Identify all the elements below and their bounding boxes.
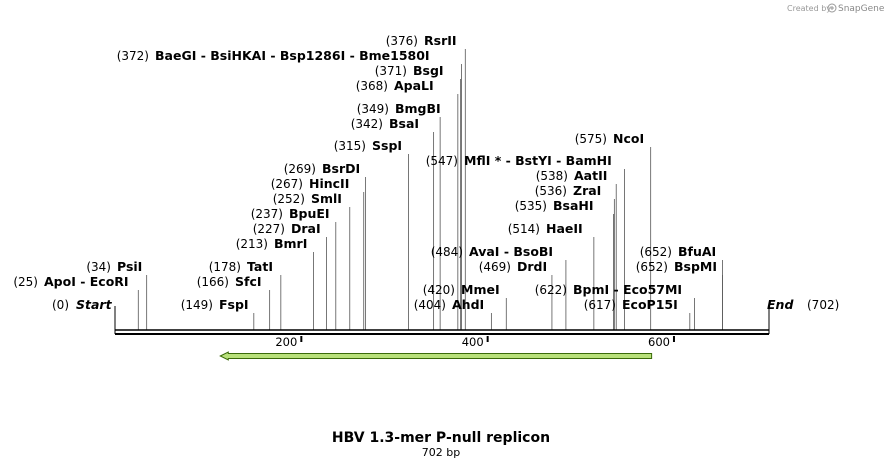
cut-site-position: (342) bbox=[351, 117, 383, 131]
cut-site-position: (227) bbox=[253, 222, 285, 236]
end-position: (702) bbox=[807, 298, 839, 312]
enzyme-label[interactable]: HincII bbox=[309, 176, 349, 191]
cut-site-position: (420) bbox=[423, 283, 455, 297]
enzyme-label[interactable]: FspI bbox=[219, 297, 249, 312]
sequence-backbone[interactable] bbox=[114, 306, 770, 335]
enzyme-label[interactable]: BspMI bbox=[674, 259, 717, 274]
enzyme-label[interactable]: MflI * - BstYI - BamHI bbox=[464, 153, 612, 168]
cut-site-position: (538) bbox=[536, 169, 568, 183]
cut-site-position: (404) bbox=[414, 298, 446, 312]
enzyme-label[interactable]: AatII bbox=[574, 168, 607, 183]
cut-site-position: (252) bbox=[273, 192, 305, 206]
cut-site-position: (149) bbox=[181, 298, 213, 312]
enzyme-label[interactable]: AvaI - BsoBI bbox=[469, 244, 553, 259]
cut-site-position: (617) bbox=[584, 298, 616, 312]
map-length: 702 bp bbox=[422, 446, 460, 459]
enzyme-label[interactable]: AhdI bbox=[452, 297, 484, 312]
enzyme-label[interactable]: ApaLI bbox=[394, 78, 434, 93]
cut-site-position: (469) bbox=[479, 260, 511, 274]
cut-site-position: (315) bbox=[334, 139, 366, 153]
enzyme-label[interactable]: BsaI bbox=[389, 116, 419, 131]
enzyme-label[interactable]: ApoI - EcoRI bbox=[44, 274, 129, 289]
ruler-tick-label: 600 bbox=[648, 335, 670, 349]
cut-site-position: (536) bbox=[535, 184, 567, 198]
orf-arrow[interactable] bbox=[219, 351, 653, 361]
enzyme-label[interactable]: BsaHI bbox=[553, 198, 594, 213]
enzyme-label[interactable]: BpmI - Eco57MI bbox=[573, 282, 682, 297]
enzyme-label[interactable]: BsrDI bbox=[322, 161, 360, 176]
cut-site-position: (25) bbox=[13, 275, 38, 289]
cut-site-position: (237) bbox=[251, 207, 283, 221]
start-position: (0) bbox=[52, 298, 69, 312]
cut-site-labels: (25) ApoI - EcoRI(34) PsiI (149) FspI (166) Sf… bbox=[13, 33, 717, 312]
cut-site-position: (622) bbox=[535, 283, 567, 297]
cut-site-position: (376) bbox=[386, 34, 418, 48]
cut-site-position: (368) bbox=[356, 79, 388, 93]
enzyme-label[interactable]: BpuEI bbox=[289, 206, 330, 221]
enzyme-label[interactable]: PsiI bbox=[117, 259, 142, 274]
enzyme-label[interactable]: EcoP15I bbox=[622, 297, 678, 312]
map-title: HBV 1.3-mer P-null replicon bbox=[332, 430, 550, 446]
enzyme-label[interactable]: BaeGI - BsiHKAI - Bsp1286I - Bme1580I bbox=[155, 48, 430, 63]
enzyme-label[interactable]: SspI bbox=[372, 138, 402, 153]
cut-site-position: (371) bbox=[375, 64, 407, 78]
end-label: End bbox=[767, 297, 794, 312]
enzyme-label[interactable]: ZraI bbox=[573, 183, 601, 198]
enzyme-label[interactable]: BfuAI bbox=[678, 244, 716, 259]
cut-site-position: (178) bbox=[209, 260, 241, 274]
enzyme-label[interactable]: RsrII bbox=[424, 33, 457, 48]
cut-site-position: (547) bbox=[426, 154, 458, 168]
cut-site-position: (514) bbox=[508, 222, 540, 236]
enzyme-label[interactable]: DraI bbox=[291, 221, 321, 236]
enzyme-label[interactable]: DrdI bbox=[517, 259, 547, 274]
enzyme-label[interactable]: BsgI bbox=[413, 63, 444, 78]
cut-site-position: (166) bbox=[197, 275, 229, 289]
credit-prefix: Created by bbox=[787, 4, 831, 13]
enzyme-label[interactable]: TatI bbox=[247, 259, 273, 274]
enzyme-label[interactable]: SmlI bbox=[311, 191, 342, 206]
start-label: Start bbox=[76, 297, 113, 312]
cut-site-position: (372) bbox=[117, 49, 149, 63]
cut-site-position: (34) bbox=[86, 260, 111, 274]
enzyme-label[interactable]: BmgBI bbox=[395, 101, 441, 116]
cut-site-position: (213) bbox=[236, 237, 268, 251]
enzyme-label[interactable]: BmrI bbox=[274, 236, 307, 251]
ruler-ticks: 200 400 600 bbox=[275, 335, 675, 349]
cut-site-position: (535) bbox=[515, 199, 547, 213]
cut-site-position: (269) bbox=[284, 162, 316, 176]
credit-brand[interactable]: SnapGene bbox=[838, 4, 884, 14]
cut-site-position: (267) bbox=[271, 177, 303, 191]
enzyme-label[interactable]: NcoI bbox=[613, 131, 644, 146]
cut-site-position: (652) bbox=[640, 245, 672, 259]
cut-site-leaders bbox=[137, 49, 723, 330]
cut-site-position: (652) bbox=[636, 260, 668, 274]
enzyme-label[interactable]: HaeII bbox=[546, 221, 583, 236]
ruler-tick-label: 400 bbox=[462, 335, 484, 349]
cut-site-position: (575) bbox=[575, 132, 607, 146]
enzyme-label[interactable]: SfcI bbox=[235, 274, 262, 289]
snapgene-logo-icon bbox=[827, 3, 837, 13]
ruler-tick-label: 200 bbox=[275, 335, 297, 349]
cut-site-position: (484) bbox=[431, 245, 463, 259]
enzyme-label[interactable]: MmeI bbox=[461, 282, 500, 297]
cut-site-position: (349) bbox=[357, 102, 389, 116]
